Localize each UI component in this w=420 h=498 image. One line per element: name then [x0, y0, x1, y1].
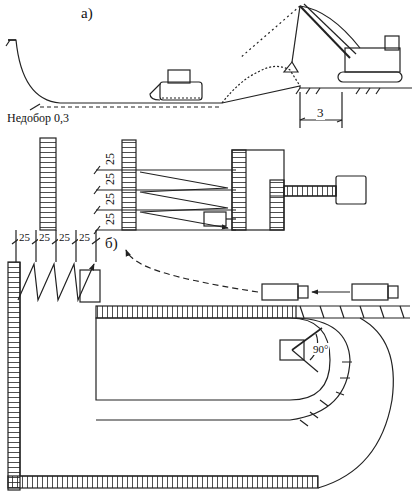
view-letter: а)	[80, 6, 94, 21]
dimension-label: 25	[104, 192, 116, 206]
dimension-label: 3	[316, 106, 325, 119]
dimension-label: 25	[104, 172, 116, 186]
dimension-label: 25	[18, 232, 31, 243]
dimension-label: 25	[104, 152, 116, 166]
dimension-label: 25	[104, 212, 116, 226]
dimension-label: 25	[58, 232, 71, 243]
section-view	[6, 4, 412, 128]
plan-view-b	[8, 230, 410, 490]
dimension-label: 25	[38, 232, 51, 243]
note-label: Недобор 0,3	[6, 112, 70, 124]
dimension-label: 25	[78, 232, 91, 243]
plan-view-a	[40, 138, 366, 234]
view-letter: б)	[104, 236, 119, 251]
dimension-label: 90°	[312, 344, 329, 355]
